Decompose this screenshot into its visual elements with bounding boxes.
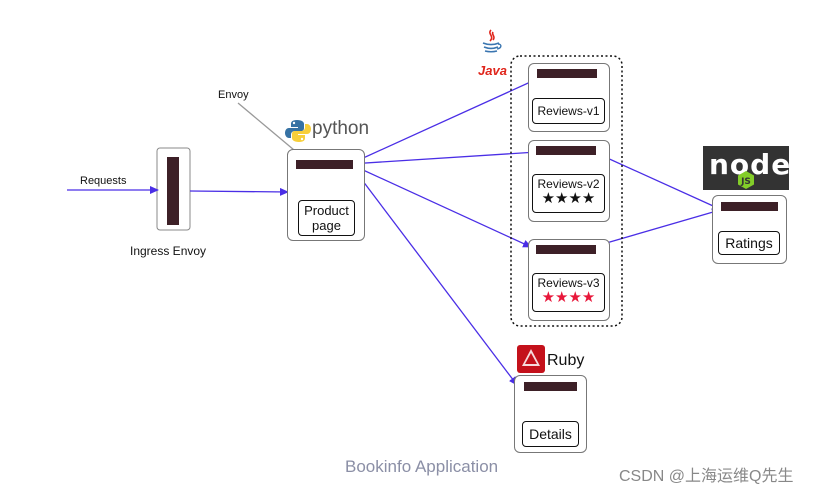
python-logo-icon [285,120,311,142]
csdn-watermark: CSDN @上海运维Q先生 [619,468,794,485]
reviews-v2-service: Reviews-v2 ★★★★ [532,174,605,213]
reviews-v2-stars: ★★★★ [541,190,596,207]
productpage-envoy-sidecar [296,160,353,169]
reviews-v2-to-ratings-arrow [593,151,723,211]
reviews-v1-service: Reviews-v1 [532,98,605,124]
nodejs-logo-icon: node JS [703,146,790,190]
reviews-group-border [510,55,623,327]
reviews-v3-label: Reviews-v3 [537,276,600,290]
envoy-label: Envoy [218,89,249,101]
productpage-to-reviews-v1-arrow [349,78,538,165]
details-envoy-sidecar [524,382,577,391]
java-label: Java [478,63,507,78]
ingress-envoy-label: Ingress Envoy [130,244,207,258]
python-label: python [312,118,370,139]
reviews-v2-label: Reviews-v2 [537,177,600,191]
svg-text:JS: JS [740,177,751,187]
details-service: Details [522,421,579,447]
reviews-v3-stars: ★★★★ [541,289,596,306]
ratings-label: Ratings [725,235,773,251]
ratings-service: Ratings [718,231,780,255]
ratings-envoy-sidecar [721,202,778,211]
ruby-logo-icon [517,345,545,373]
reviews-v3-service: Reviews-v3 ★★★★ [532,273,605,312]
reviews-v1-label: Reviews-v1 [537,104,600,118]
ingress-envoy-bar [167,157,179,225]
requests-label: Requests [80,175,127,187]
reviews-v2-envoy-sidecar [536,146,596,155]
productpage-label: Product page [304,203,349,233]
reviews-v1-envoy-sidecar [537,69,597,78]
productpage-service: Product page [298,200,355,236]
ingress-to-productpage-arrow [189,187,289,196]
envoy-pointer-line [237,102,301,156]
reviews-v3-envoy-sidecar [536,245,596,254]
reviews-v3-to-ratings-arrow [595,208,721,247]
productpage-to-reviews-v2-arrow [349,148,538,165]
ruby-label: Ruby [547,352,585,369]
java-logo-icon [482,29,502,53]
productpage-to-details-arrow [349,163,518,386]
productpage-to-reviews-v3-arrow [349,163,532,248]
details-label: Details [529,426,572,442]
diagram-caption: Bookinfo Application [345,457,499,476]
